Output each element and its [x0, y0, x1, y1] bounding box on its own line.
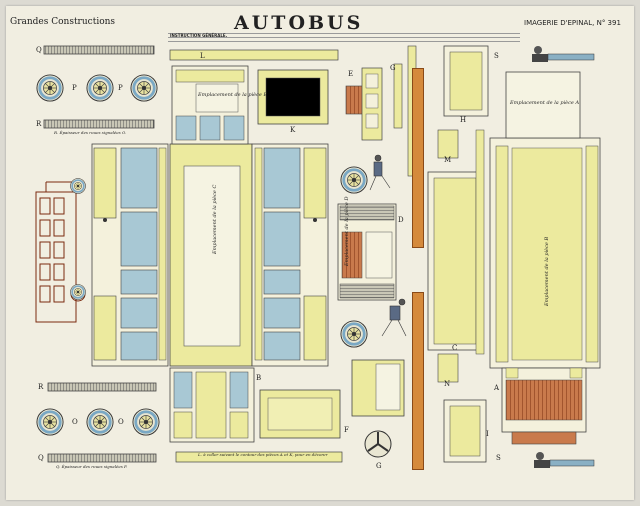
destination-sign-bottom [412, 292, 424, 470]
rail-q-bottom [47, 453, 157, 463]
note-wheels-bottom: Q. Épaisseur des roues signalées P. [56, 464, 128, 469]
figure-walking-top [369, 154, 391, 191]
label-r-bottom: R [38, 383, 44, 391]
label-o2: O [118, 418, 124, 426]
label-g-top: G [390, 64, 396, 72]
piece-n [437, 353, 459, 383]
label-i: I [486, 430, 489, 438]
piece-a-top [505, 71, 581, 139]
wheel [132, 408, 160, 436]
label-a: A [494, 384, 500, 392]
destination-sign-top [412, 68, 424, 248]
wheel [86, 408, 114, 436]
side-panel-left [91, 143, 169, 367]
label-s-bottom: S [496, 454, 501, 462]
label-m: M [444, 156, 452, 164]
placement-a: Emplacement de la pièce A [510, 100, 580, 106]
label-k: K [290, 126, 296, 134]
piece-d [337, 203, 397, 301]
label-r-top: R [36, 120, 42, 128]
piece-m [437, 129, 459, 159]
wheel [340, 320, 368, 348]
wheel [340, 166, 368, 194]
figure-standing-bottom [534, 452, 595, 468]
label-g-bottom: G [376, 462, 382, 470]
strip-l-bottom [175, 451, 343, 463]
cutout-artwork [35, 45, 601, 468]
label-s-top: S [494, 52, 499, 60]
publisher-label: IMAGERIE D'EPINAL, N° 391 [524, 19, 621, 27]
label-p2: P [118, 84, 123, 92]
wheel [130, 74, 158, 102]
note-joint: L. à coller suivant le contour des pièce… [198, 452, 328, 457]
instruction-text-block [168, 30, 520, 44]
label-c: C [452, 344, 458, 352]
note-wheels-top: R. Épaisseur des roues signalées O. [54, 130, 127, 135]
series-title: Grandes Constructions [10, 17, 116, 27]
label-d: D [398, 216, 404, 224]
label-l-top: L [200, 52, 205, 60]
label-o1: O [72, 418, 78, 426]
piece-c-placement [183, 165, 241, 347]
poster-sheet: Grandes Constructions AUTOBUS IMAGERIE D… [6, 6, 634, 500]
rail-r-bottom [47, 382, 157, 392]
label-n: N [444, 380, 451, 388]
label-p1: P [72, 84, 77, 92]
strip-l-top [169, 49, 339, 61]
label-q-bottom: Q [38, 454, 44, 462]
label-h: H [460, 116, 467, 124]
figure-standing-top [532, 46, 595, 62]
rail-r-top [43, 119, 155, 129]
piece-b [489, 137, 601, 369]
instruction-label: INSTRUCTION GÉNÉRALE. [170, 33, 228, 38]
wheel [36, 408, 64, 436]
figure-walking-bottom [381, 298, 407, 337]
placement-e: Emplacement de la pièce E [198, 92, 268, 98]
wheel [86, 74, 114, 102]
label-b: B [256, 374, 262, 382]
piece-c-right [427, 171, 483, 351]
top-window-piece [171, 65, 249, 145]
piece-a [501, 367, 587, 433]
label-e: E [348, 70, 354, 78]
bottom-window-piece [169, 367, 255, 443]
placement-d: Emplacement de la pièce D [344, 196, 350, 267]
wheel [36, 74, 64, 102]
rail-q-top [43, 45, 155, 55]
page-title: AUTOBUS [234, 12, 364, 34]
bus-side-view [35, 178, 86, 323]
placement-b: Emplacement de la pièce B [544, 236, 550, 306]
placement-c: Emplacement de la pièce C [212, 184, 218, 254]
side-panel-right [251, 143, 329, 367]
label-f: F [344, 426, 349, 434]
label-q-top: Q [36, 46, 42, 54]
